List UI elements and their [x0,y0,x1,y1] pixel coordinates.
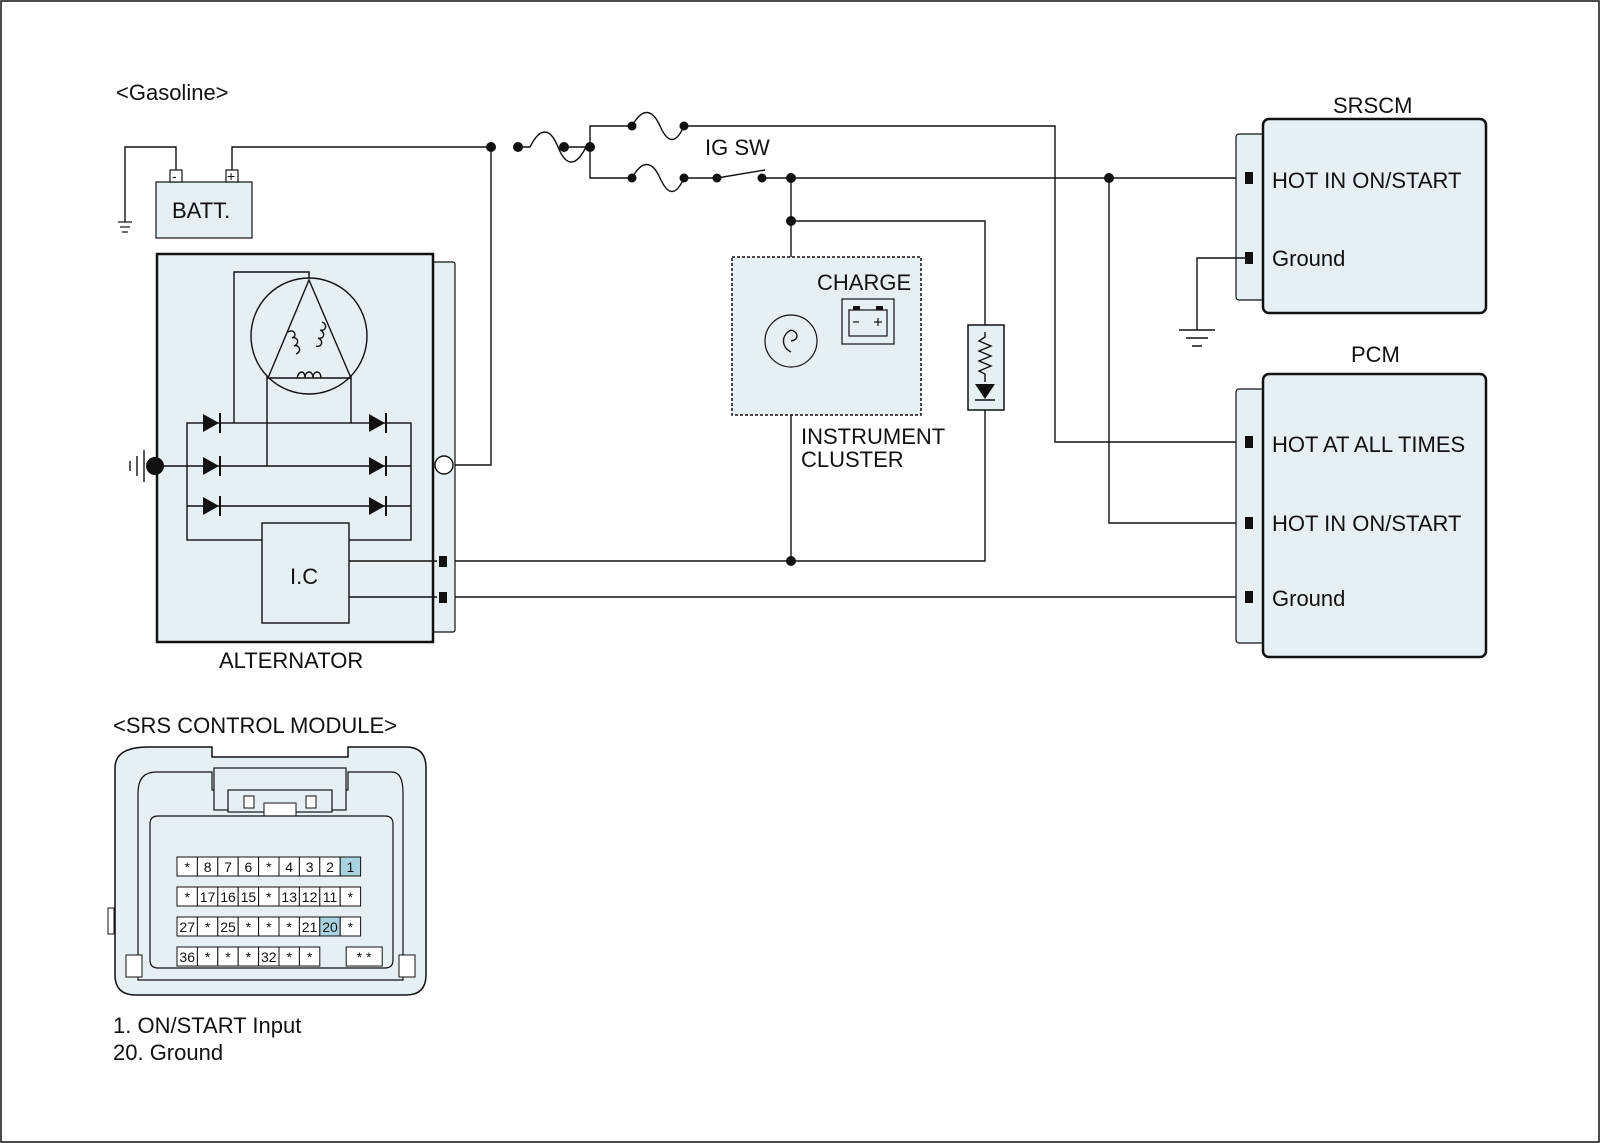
connector-pin-label: 6 [245,859,253,875]
alternator-ground-icon [129,450,145,482]
connector-pin-label: * [184,889,190,905]
connector-pin-label: 21 [302,919,318,935]
main-fuse-icon [518,131,587,163]
srscm-ground-icon [1179,329,1215,347]
ic-label: I.C [290,564,318,589]
alternator: I.C [129,252,456,644]
connector-pin-label: * [348,919,354,935]
battery-plus-label: + [227,168,235,184]
connector-title: <SRS CONTROL MODULE> [113,713,397,738]
connector-pin-label: * [266,919,272,935]
connector-pin-cell [345,946,383,967]
battery-ground-icon [118,221,132,233]
pcm-terminal-hot-in-on-start: HOT IN ON/START [1272,511,1461,536]
connector-pin-label: 11 [323,889,338,905]
connector-pin-label: 13 [281,889,297,905]
connector-pin-label: * [184,859,190,875]
alternator-label: ALTERNATOR [219,648,363,673]
connector-pin-label: 8 [204,859,212,875]
connector-pin-label: * [246,919,252,935]
srscm-terminal-hot-in-on-start: HOT IN ON/START [1272,168,1461,193]
srscm-title: SRSCM [1333,93,1412,118]
instrument-cluster: CHARGE [731,256,922,416]
connector-pin-label: 20 [322,919,338,935]
connector-pin-label: * [266,859,272,875]
connector-pin-label: 2 [326,859,334,875]
connector-pin-label: * [286,949,292,965]
connector-pin-label: 7 [224,859,232,875]
connector-pin-cell [298,946,321,967]
pcm-module: HOT AT ALL TIMES HOT IN ON/START Ground [1235,372,1488,659]
connector-pin-label: * [307,949,313,965]
srscm-module: HOT IN ON/START Ground [1235,117,1488,315]
connector-pin-label: * [266,889,272,905]
connector-pin-label: * [348,889,354,905]
connector-pin-label: 16 [220,889,236,905]
pcm-title: PCM [1351,342,1400,367]
battery-symbol: - + BATT. [155,168,253,239]
connector-pin-cell [339,856,362,877]
cluster-label-line2: CLUSTER [801,447,904,472]
connector-pin-label: * [225,949,231,965]
cluster-label-line1: INSTRUMENT [801,424,945,449]
connector-pin-label: 12 [302,889,318,905]
battery-label: BATT. [172,198,230,223]
legend-item-1: 1. ON/START Input [113,1013,301,1038]
pcm-terminal-ground: Ground [1272,586,1345,611]
connector-pin-label: 25 [220,919,236,935]
battery-minus-label: - [172,168,177,184]
connector-pin-cell [339,916,362,937]
pcm-terminal-hot-at-all-times: HOT AT ALL TIMES [1272,432,1465,457]
connector-pin-label: 17 [200,889,216,905]
connector-pin-label: * [286,919,292,935]
resistor-diode-icon [967,324,1005,411]
connector-pin-label: * [205,919,211,935]
ignition-switch-icon [712,169,767,183]
variant-label: <Gasoline> [116,80,229,105]
connector-pin-label: * [246,949,252,965]
charge-warning-lamp-icon [764,314,818,368]
connector-pin-label: 1 [347,859,355,875]
connector-pin-label: 15 [241,889,257,905]
connector-pin-label: 3 [306,859,314,875]
connector-pin-label: 4 [285,859,293,875]
alternator-b-terminal [434,455,454,475]
charge-warning-battery-icon [841,298,895,345]
connector-pin-label: 32 [261,949,277,965]
stator-winding-icon [250,277,368,395]
srscm-terminal-ground: Ground [1272,246,1345,271]
connector-pin-cell [339,886,362,907]
connector-pin-label: 27 [179,919,195,935]
legend-item-2: 20. Ground [113,1040,223,1065]
charge-label: CHARGE [817,270,911,295]
connector-pin-label: * [205,949,211,965]
connector-pin-label: 36 [179,949,195,965]
ig-switch-label: IG SW [705,135,770,160]
connector-pin-label: * * [357,949,372,965]
rectifier-diodes-icon [203,413,387,516]
